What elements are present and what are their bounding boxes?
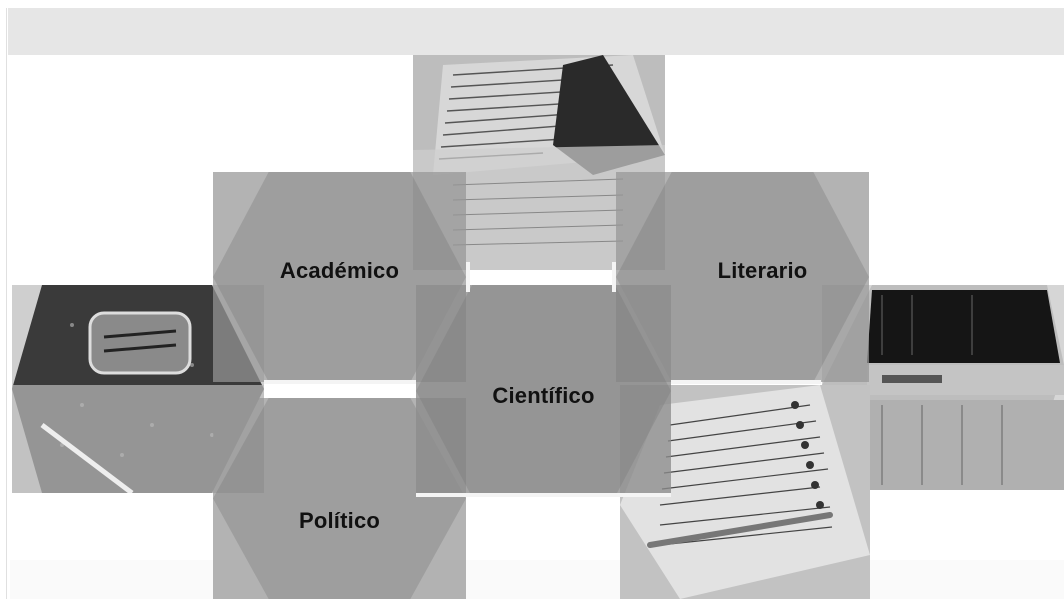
separator-line	[466, 262, 470, 292]
tile-cientifico-label: Científico	[492, 383, 595, 408]
top-bar	[0, 0, 1064, 55]
bottom-strip	[10, 560, 1064, 599]
separator-line	[612, 262, 616, 292]
tile-cientifico[interactable]: Científico	[416, 285, 671, 497]
top-bar-band	[8, 8, 1064, 55]
tile-academico-label: Académico	[279, 258, 400, 283]
tile-hexagon	[416, 285, 671, 497]
separator-line	[264, 380, 416, 384]
tile-politico[interactable]: Político	[213, 398, 466, 599]
separator-line	[416, 493, 671, 497]
left-border	[6, 8, 7, 599]
tile-academico[interactable]: Académico	[213, 172, 466, 382]
tile-politico-label: Político	[298, 508, 381, 533]
tile-literario-label: Literario	[717, 258, 808, 283]
separator-line	[671, 380, 821, 384]
